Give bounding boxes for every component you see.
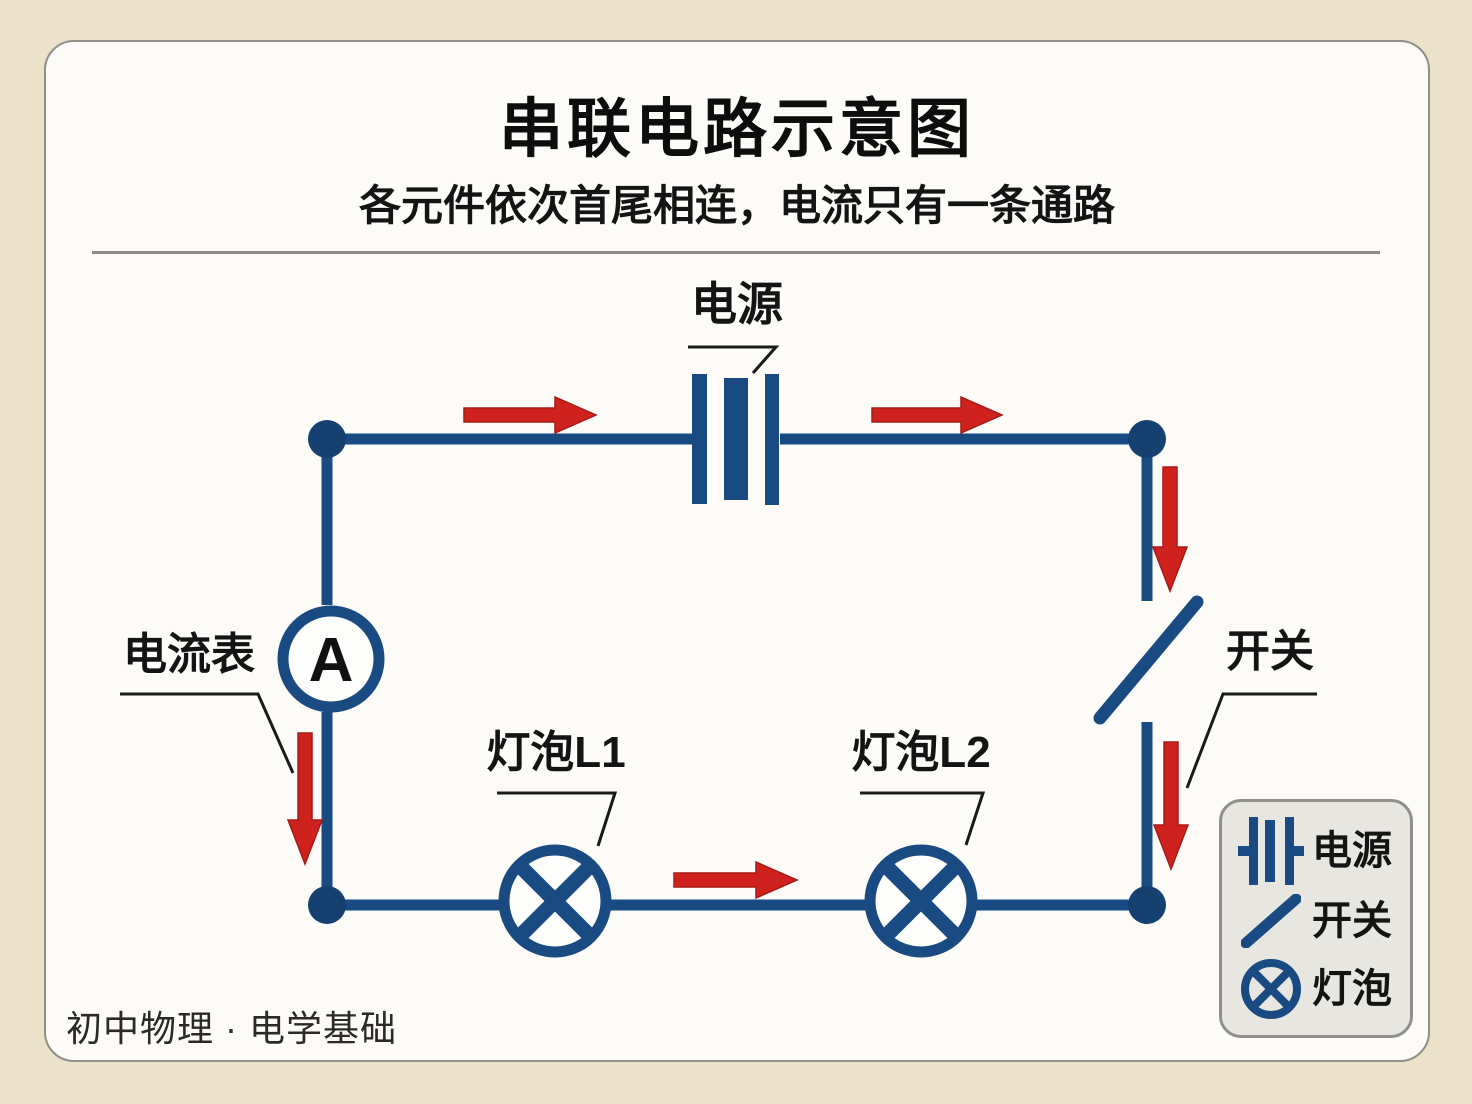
power-label: 电源 — [691, 278, 783, 330]
legend-item-power: 电源 — [1230, 816, 1402, 885]
bulb1-label-leader — [497, 791, 618, 847]
bulb-l2-icon — [864, 844, 978, 958]
footer-caption: 初中物理 · 电学基础 — [66, 1008, 397, 1049]
diagram-card — [44, 40, 1430, 1062]
current-arrow-bottom — [673, 860, 799, 900]
legend-label-bulb: 灯泡 — [1312, 967, 1392, 1012]
current-arrow-top-left — [463, 395, 598, 435]
battery-icon — [1230, 816, 1312, 885]
ammeter-symbol: A — [309, 626, 354, 695]
bulb1-label: 灯泡L1 — [486, 728, 625, 777]
header-divider — [92, 251, 1380, 254]
current-arrow-right-upper — [1151, 466, 1189, 594]
battery-icon — [692, 374, 779, 505]
current-arrow-left-down — [286, 732, 324, 867]
page-subtitle: 各元件依次首尾相连，电流只有一条通路 — [358, 182, 1115, 229]
switch-icon — [1230, 894, 1312, 949]
junction-dot — [1128, 420, 1166, 458]
bulb-icon — [1230, 958, 1312, 1020]
junction-dot — [308, 420, 346, 458]
page-title: 串联电路示意图 — [499, 93, 975, 165]
ammeter-icon: A — [277, 605, 385, 713]
switch-label: 开关 — [1226, 627, 1314, 676]
junction-dot — [1128, 886, 1166, 924]
switch-label-leader — [1185, 692, 1317, 789]
bulb2-label-leader — [860, 791, 986, 846]
current-arrows — [286, 395, 1190, 900]
power-label-leader — [688, 345, 780, 374]
legend-item-bulb: 灯泡 — [1230, 958, 1402, 1020]
current-arrow-right-lower — [1152, 741, 1190, 872]
current-arrow-top-right — [871, 395, 1004, 435]
junction-dots — [308, 420, 1166, 924]
bulb-l1-icon — [498, 844, 612, 958]
junction-dot — [308, 886, 346, 924]
bulb2-label: 灯泡L2 — [851, 728, 990, 777]
legend-box: 电源 开关 灯泡 — [1219, 799, 1413, 1038]
legend-label-power: 电源 — [1312, 828, 1392, 873]
label-leaders — [120, 345, 1317, 847]
ammeter-label: 电流表 — [123, 630, 255, 679]
legend-label-switch: 开关 — [1312, 899, 1392, 944]
ammeter-label-leader — [120, 692, 295, 774]
switch-blade-icon — [1093, 595, 1204, 725]
legend-item-switch: 开关 — [1230, 894, 1402, 949]
circuit-wires — [321, 433, 1153, 911]
